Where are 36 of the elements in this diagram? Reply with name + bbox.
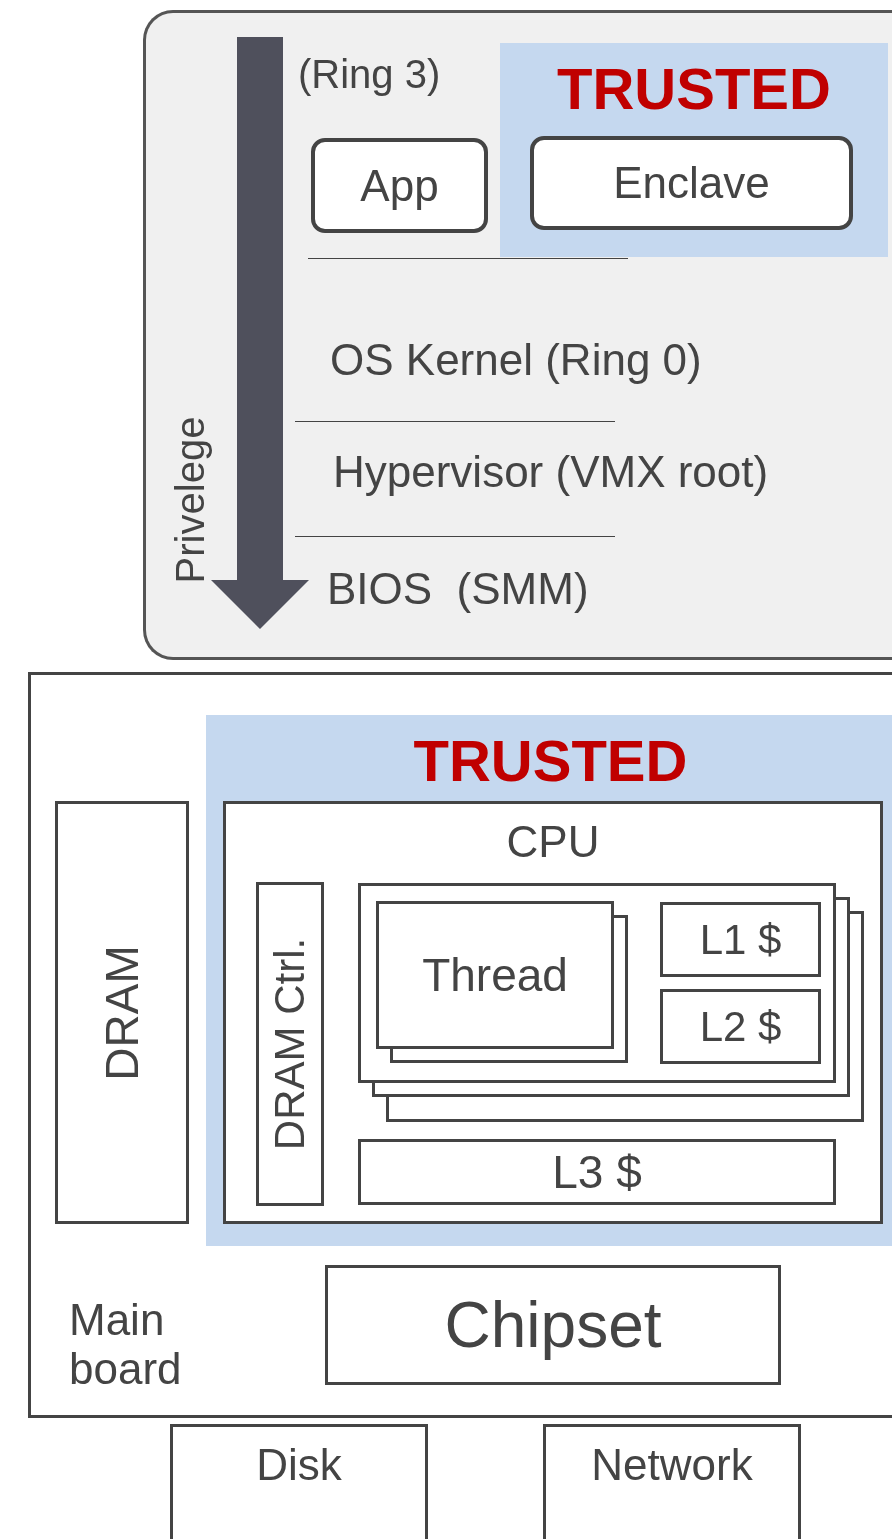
layer-label: OS Kernel (Ring 0) <box>330 336 702 385</box>
l2-cache-box <box>660 989 821 1064</box>
l1-cache-box <box>660 902 821 977</box>
box-label: App <box>360 161 439 210</box>
box-label: Enclave <box>613 158 770 208</box>
box-label: L3 $ <box>552 1146 642 1198</box>
app-box <box>311 138 488 233</box>
network-box <box>543 1424 801 1539</box>
box-label: Main board <box>69 1296 183 1393</box>
trusted-heading: TRUSTED <box>412 729 689 793</box>
privilege-panel <box>143 10 892 660</box>
axis-label: Privelege <box>168 416 212 584</box>
dram-controller-box <box>256 882 324 1206</box>
trusted-heading: TRUSTED <box>556 57 832 121</box>
main-board <box>28 672 892 1418</box>
box-label: Disk <box>256 1441 342 1490</box>
enclave-box <box>530 136 853 230</box>
layer-label: BIOS (SMM) <box>327 565 589 614</box>
trusted-region <box>206 715 892 1246</box>
box-label: Network <box>591 1441 753 1490</box>
chipset-box <box>325 1265 781 1385</box>
thread-box <box>376 901 614 1049</box>
box-label: DRAM <box>96 944 148 1081</box>
box-label: DRAM Ctrl. <box>266 937 314 1151</box>
l3-cache-box <box>358 1139 836 1205</box>
dram-box <box>55 801 189 1224</box>
layer-label: (Ring 3) <box>298 52 441 96</box>
cpu-box <box>223 801 883 1224</box>
box-label: CPU <box>506 818 600 867</box>
box-label: L1 $ <box>699 916 782 963</box>
layer-label: Hypervisor (VMX root) <box>333 448 769 497</box>
trusted-region <box>500 43 888 257</box>
box-label: L2 $ <box>699 1003 782 1050</box>
core-box <box>358 883 836 1083</box>
box-label: Thread <box>422 949 568 1001</box>
box-label: Chipset <box>444 1289 662 1361</box>
